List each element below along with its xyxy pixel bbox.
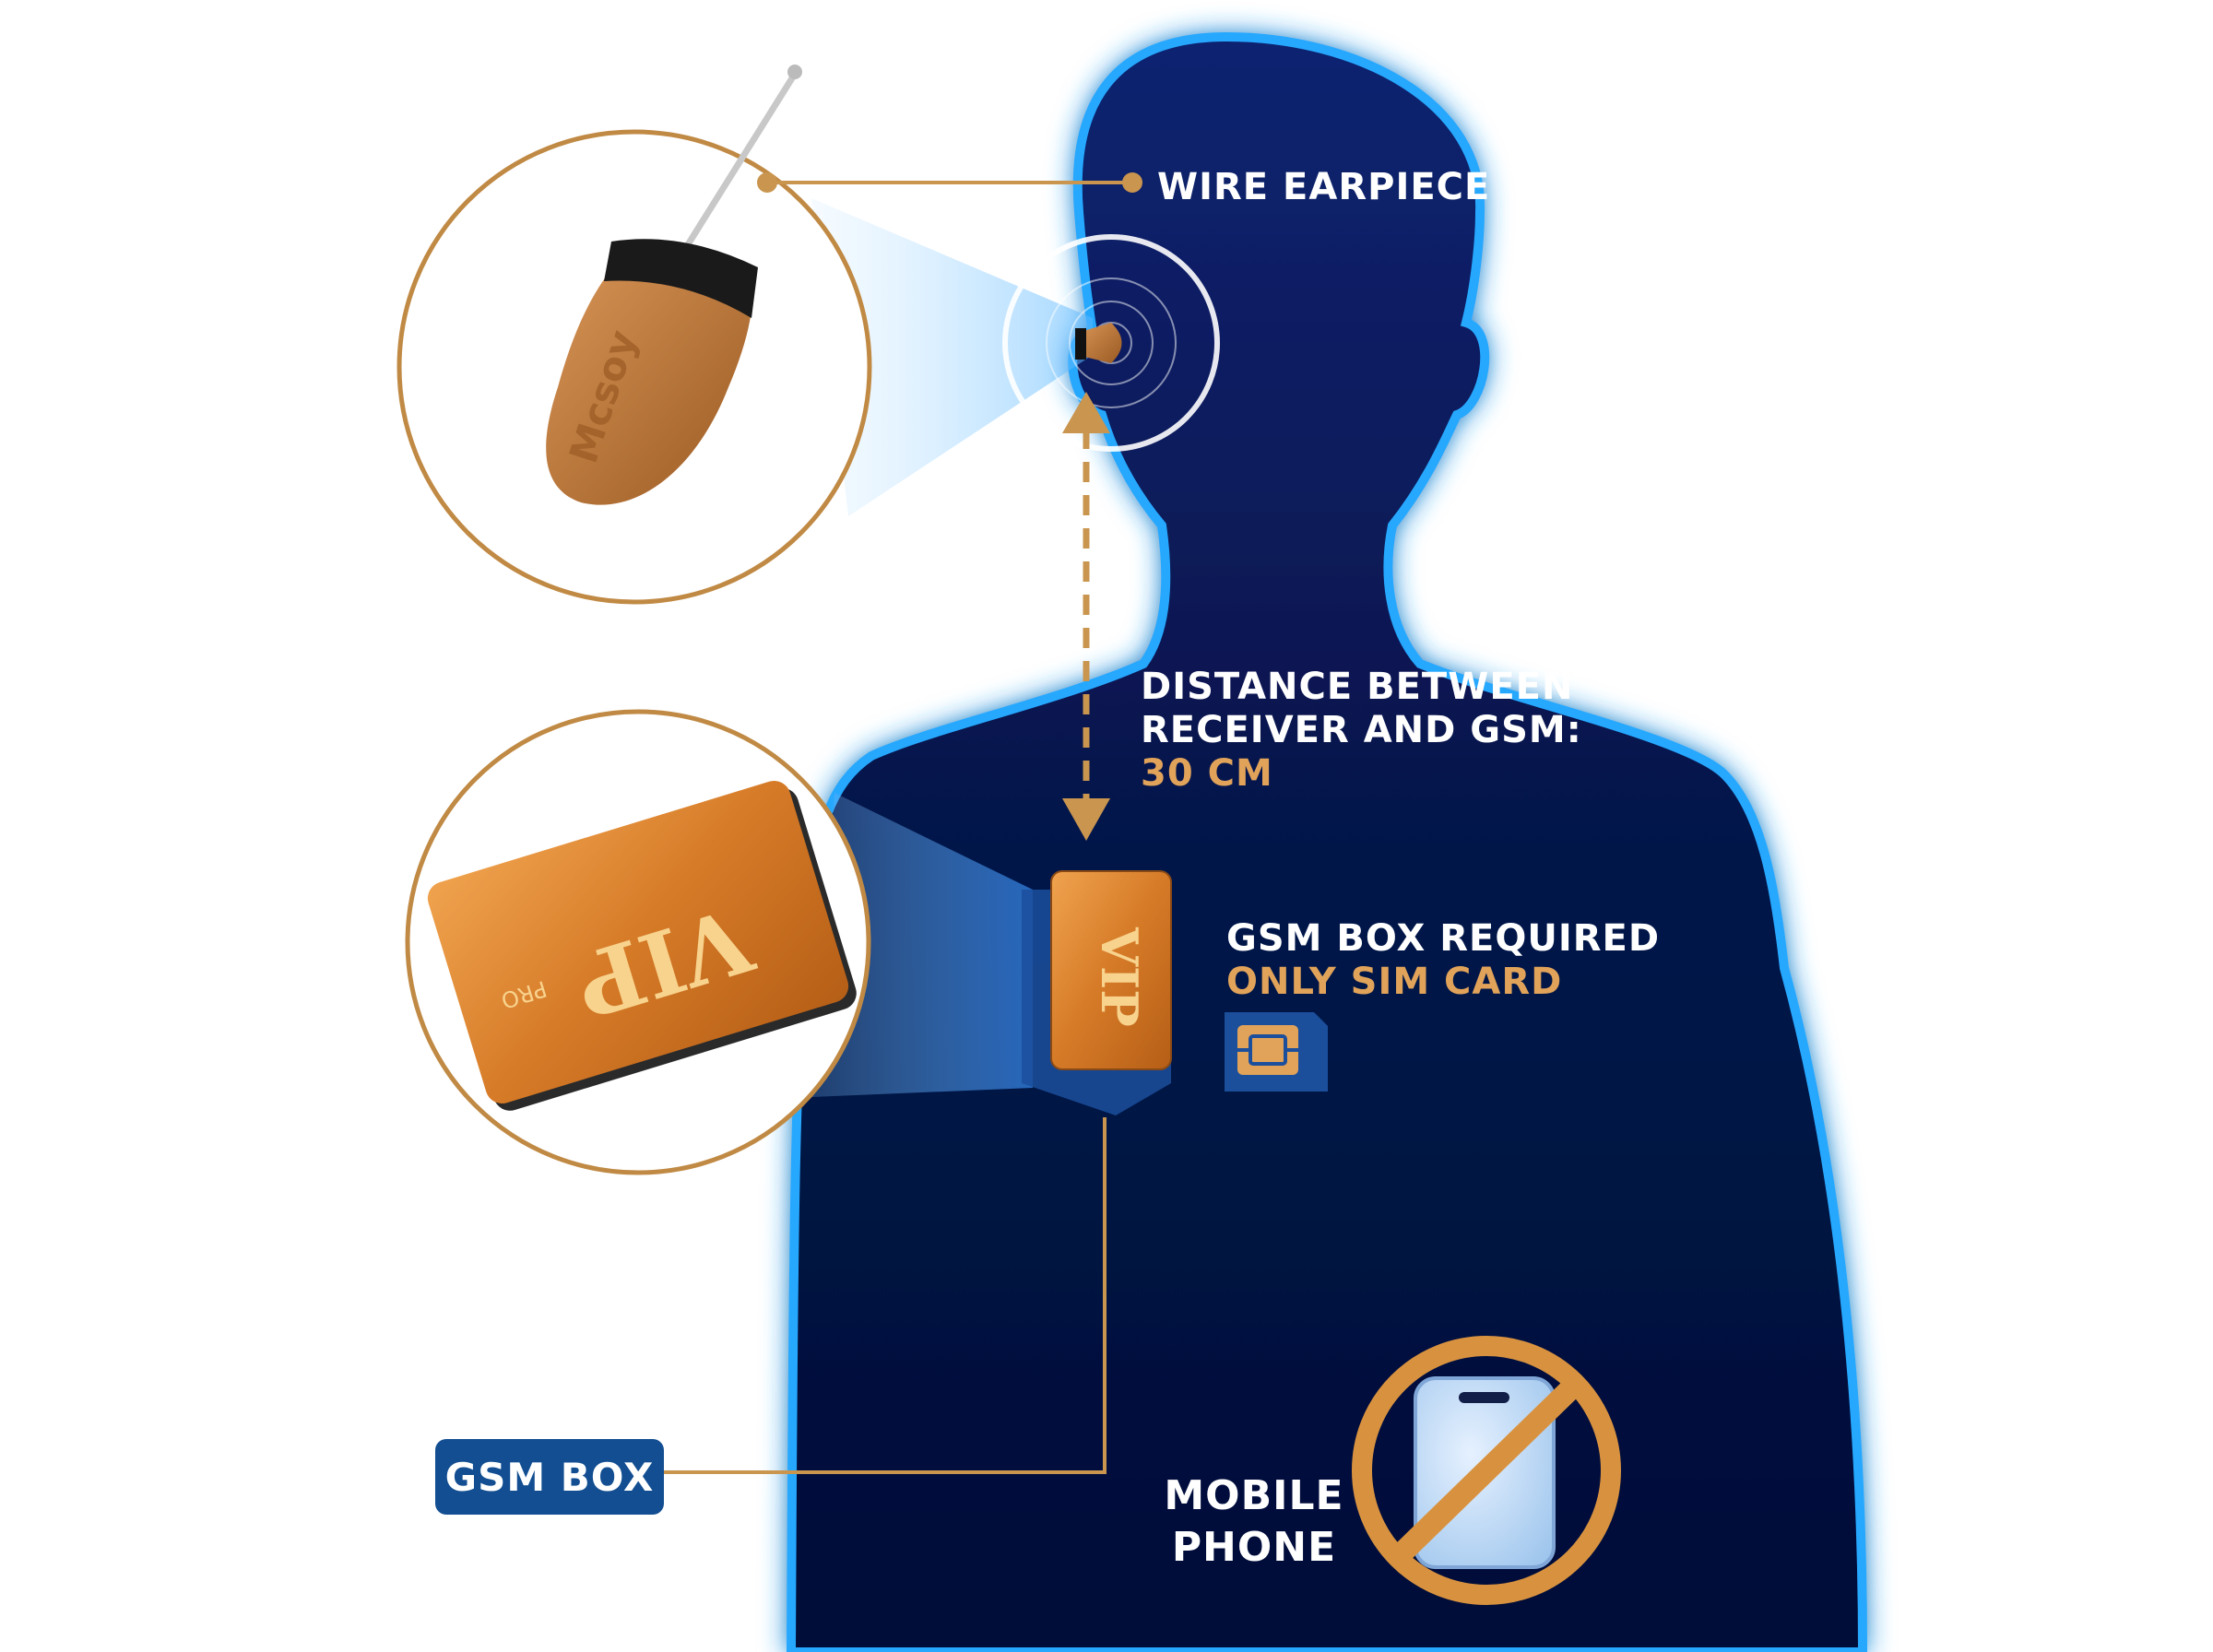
earpiece-icon [546, 267, 753, 505]
no-phone-symbol [1352, 1336, 1621, 1605]
earpiece-in-ear [1081, 323, 1122, 363]
body-outline [786, 31, 1868, 1652]
vip-card-icon [427, 781, 849, 1103]
human-silhouette [786, 31, 1868, 1652]
earpiece-zoom-circle: Mcsoy [396, 65, 872, 605]
sim-card-icon [1225, 1012, 1328, 1092]
distance-value: 30 CM [1141, 752, 1273, 795]
pocket-card-icon [1050, 870, 1172, 1070]
card-zoom-circle: VIP PRO [405, 709, 871, 1175]
mobile-phone-label: MOBILE PHONE [1125, 1470, 1383, 1574]
wire-earpiece-label: WIRE EARPIECE [1157, 166, 1491, 208]
pocket-card-text: VIP [1090, 926, 1149, 1027]
mobile-line2: PHONE [1171, 1524, 1337, 1571]
gsm-box-leader [664, 1117, 1106, 1474]
distance-label-line2: RECEIVER AND GSM: [1141, 709, 1582, 751]
gsm-required-line: GSM BOX REQUIRED [1226, 917, 1661, 960]
gsm-required-label: GSM BOX REQUIRED ONLY SIM CARD [1226, 917, 1660, 1004]
mobile-line1: MOBILE [1164, 1472, 1344, 1519]
distance-label: DISTANCE BETWEEN RECEIVER AND GSM: 30 CM [1141, 666, 1582, 796]
card-zoom-beam [811, 793, 1033, 1097]
earpiece-zoom-beam [811, 198, 1093, 516]
gsm-box-badge: GSM BOX [435, 1439, 664, 1515]
only-sim-line: ONLY SIM CARD [1226, 961, 1563, 1003]
distance-label-line1: DISTANCE BETWEEN [1141, 666, 1574, 708]
earpiece-leader [757, 172, 1142, 193]
chest-pocket: VIP [1022, 870, 1172, 1115]
distance-arrow [1062, 392, 1110, 841]
